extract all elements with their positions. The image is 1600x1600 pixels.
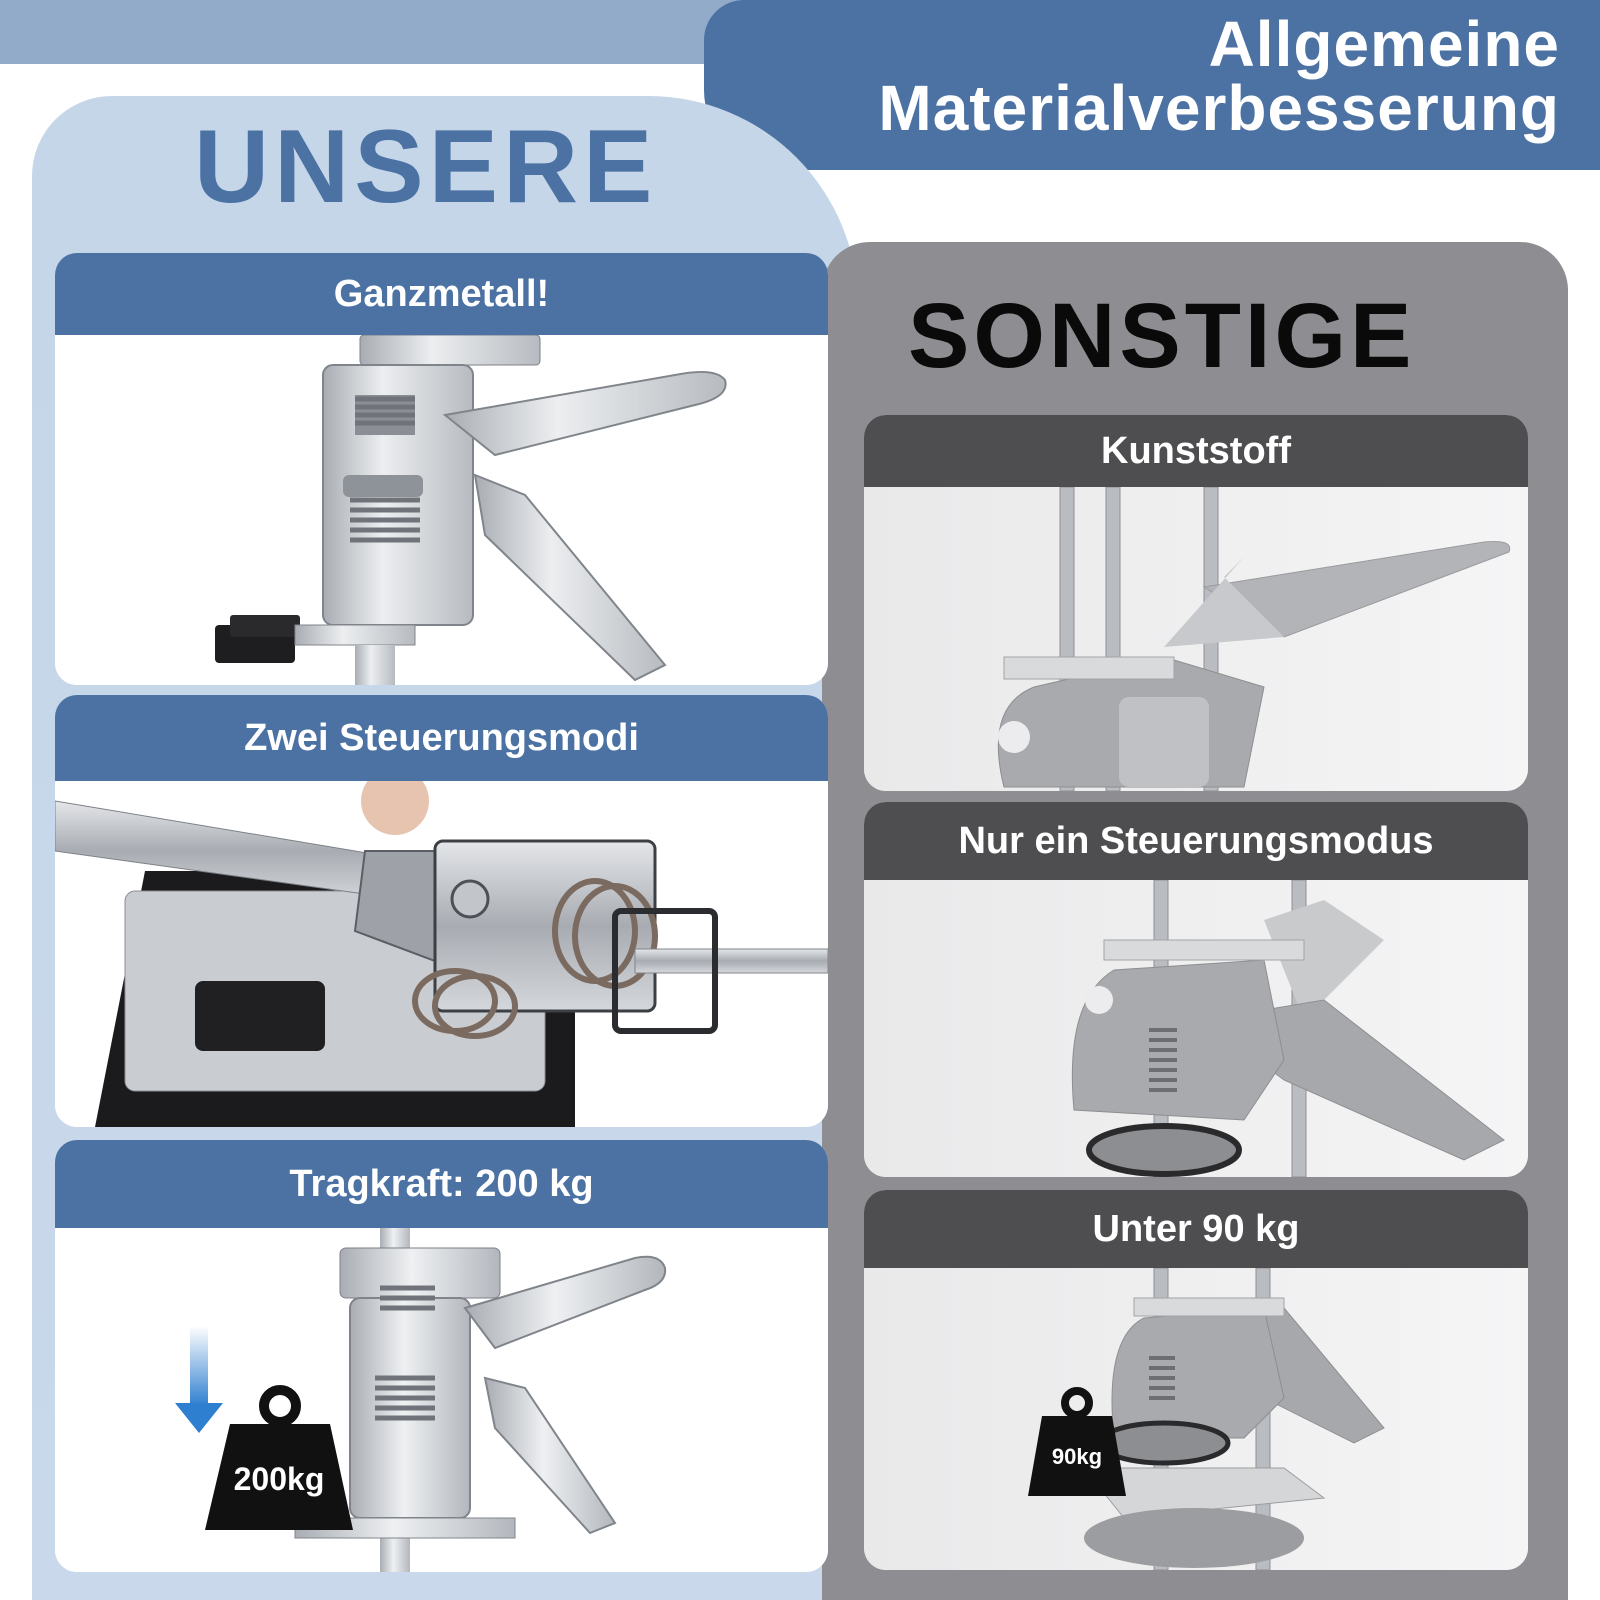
others-card-load-90: Unter 90 kg 90kg [864,1190,1528,1570]
card-photo [55,781,828,1127]
card-label: Nur ein Steuerungsmodus [958,820,1434,862]
weight-90-label: 90kg [1052,1444,1102,1469]
card-photo: 90kg [864,1268,1528,1570]
others-card-one-mode: Nur ein Steuerungsmodus [864,802,1528,1177]
ours-title: UNSERE [194,109,658,225]
metal-lifter-image [215,335,727,685]
card-label: Zwei Steuerungsmodi [244,717,639,759]
card-header: Ganzmetall! [55,253,828,335]
card-label: Kunststoff [1101,430,1291,472]
header-title-line1: Allgemeine [1208,8,1560,80]
weight-90-icon: 90kg [1028,1387,1126,1496]
card-photo [864,487,1528,791]
down-arrow-head-icon [175,1403,223,1433]
ours-card-load-200: Tragkraft: 200 kg [55,1140,828,1572]
weight-200-label: 200kg [234,1461,325,1497]
card-photo: 200kg [55,1228,828,1572]
others-card-plastic: Kunststoff [864,415,1528,791]
card-header: Unter 90 kg [864,1190,1528,1268]
card-label: Tragkraft: 200 kg [289,1163,594,1205]
weight-200-icon: 200kg [205,1385,353,1530]
card-header: Nur ein Steuerungsmodus [864,802,1528,880]
load-200-image: 200kg [175,1228,667,1572]
down-arrow-icon [190,1326,208,1406]
ours-card-two-modes: Zwei Steuerungsmodi [55,695,828,1127]
others-title: SONSTIGE [908,285,1416,387]
header-banner: Allgemeine Materialverbesserung [704,0,1600,170]
control-mode-image [55,781,828,1127]
card-label: Unter 90 kg [1092,1208,1300,1250]
card-header: Zwei Steuerungsmodi [55,695,828,781]
header-title: Allgemeine Materialverbesserung [878,12,1560,140]
card-photo [864,880,1528,1177]
ours-card-all-metal: Ganzmetall! [55,253,828,685]
card-label: Ganzmetall! [333,273,550,315]
header-title-line2: Materialverbesserung [878,72,1560,144]
plastic-lifter-image [997,487,1511,791]
load-90-image: 90kg [1028,1268,1385,1570]
card-header: Tragkraft: 200 kg [55,1140,828,1228]
card-photo [55,335,828,685]
one-mode-image [1071,880,1505,1177]
card-header: Kunststoff [864,415,1528,487]
